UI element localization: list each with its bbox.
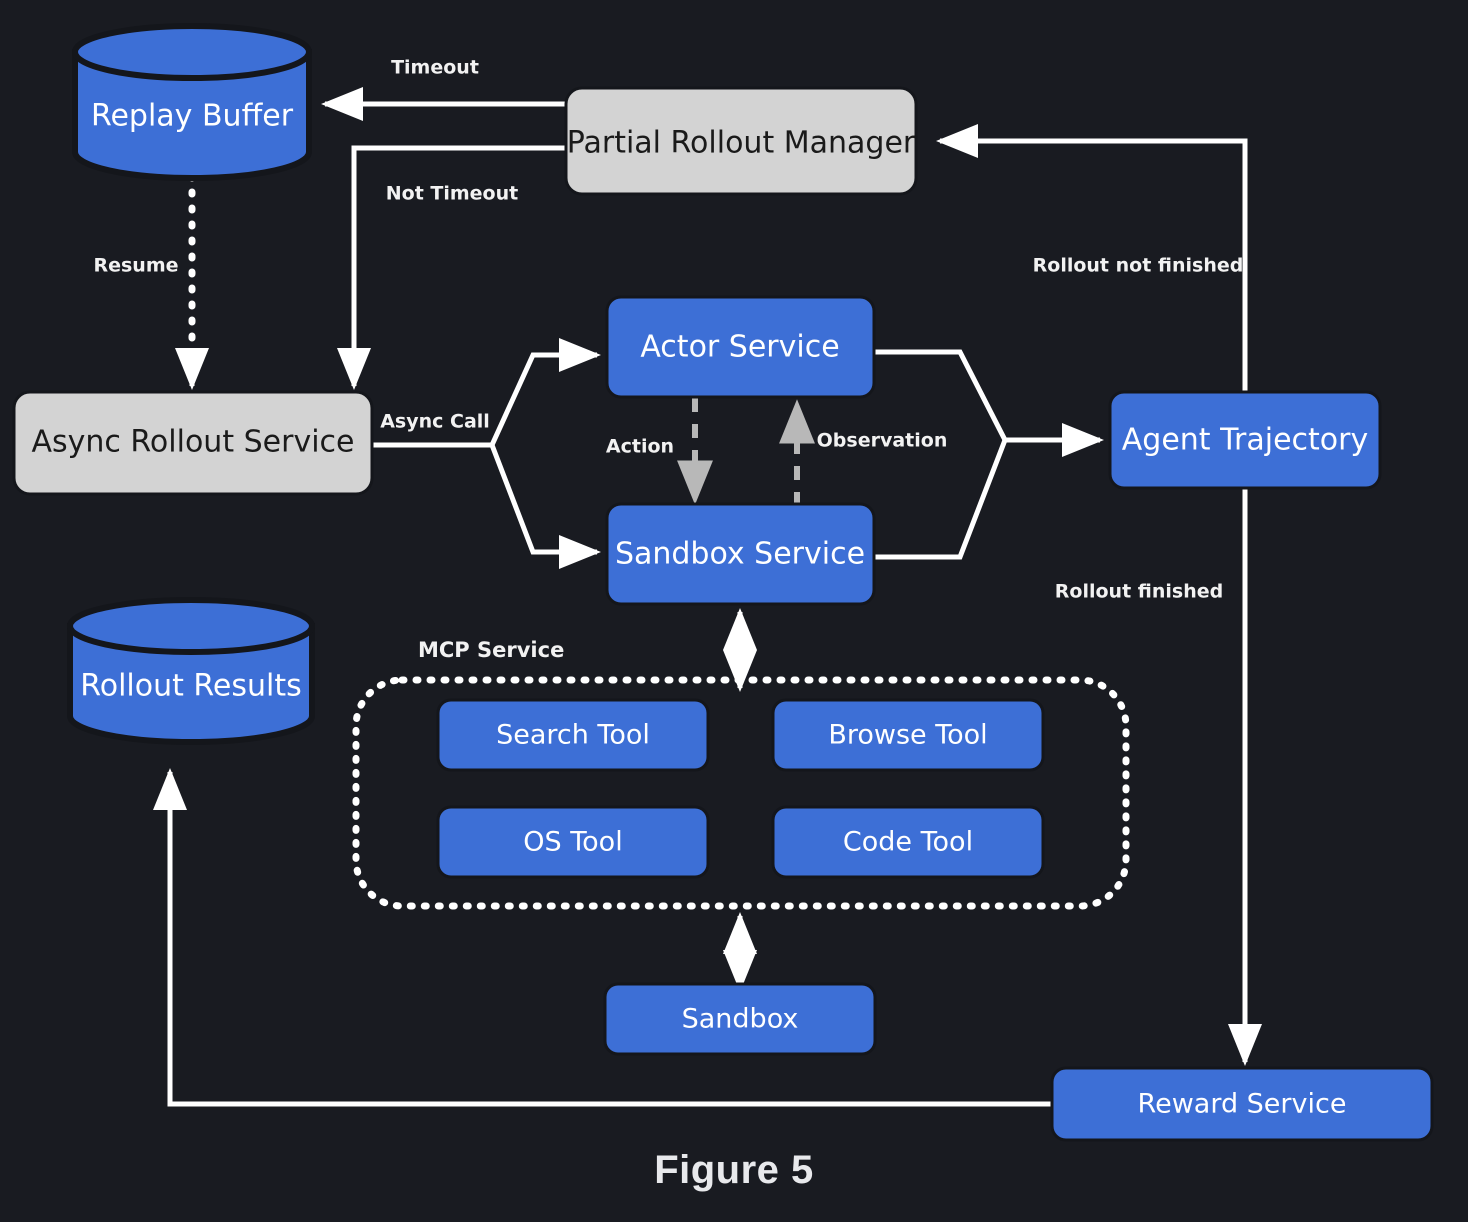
node-sandbox-service-label: Sandbox Service [615,537,865,572]
node-actor-service-label: Actor Service [640,330,839,365]
edge-label-resume: Resume [93,255,178,277]
node-agent-trajectory-label: Agent Trajectory [1122,423,1368,458]
edge-async-call-to-sandbox-service [489,444,602,570]
edge-async-call-to-actor [489,338,602,447]
node-code-tool[interactable]: Code Tool [771,805,1045,879]
node-sandbox[interactable]: Sandbox [603,982,877,1056]
node-sandbox-label: Sandbox [682,1004,799,1035]
node-reward-service[interactable]: Reward Service [1050,1066,1434,1142]
node-actor-service[interactable]: Actor Service [605,295,876,399]
node-search-tool[interactable]: Search Tool [436,698,710,772]
node-replay-buffer-label: Replay Buffer [91,99,294,134]
node-async-rollout-service[interactable]: Async Rollout Service [12,390,374,496]
node-async-rollout-service-label: Async Rollout Service [31,425,354,460]
edge-actor-to-merge [874,349,1008,442]
edge-not-timeout [336,145,566,391]
node-partial-rollout-manager[interactable]: Partial Rollout Manager [564,86,918,196]
edge-reward-to-rollout-results [153,767,1052,1107]
edge-label-rollout-finished: Rollout finished [1055,581,1223,603]
edge-rollout-not-finished [935,123,1248,395]
edge-label-not-timeout: Not Timeout [386,183,518,205]
node-sandbox-service[interactable]: Sandbox Service [605,502,876,606]
node-os-tool[interactable]: OS Tool [436,805,710,879]
node-rollout-results[interactable]: Rollout Results [67,597,315,745]
edge-label-timeout: Timeout [391,57,479,79]
node-agent-trajectory[interactable]: Agent Trajectory [1108,390,1382,490]
edge-label-action: Action [606,436,674,458]
edge-sandbox-service-to-merge [874,439,1008,560]
mcp-service-label: MCP Service [418,638,564,662]
node-code-tool-label: Code Tool [843,827,973,858]
figure-caption: Figure 5 [654,1148,814,1192]
node-browse-tool[interactable]: Browse Tool [771,698,1045,772]
node-browse-tool-label: Browse Tool [828,720,987,751]
edge-label-async-call: Async Call [380,411,490,433]
node-replay-buffer[interactable]: Replay Buffer [72,23,312,181]
node-rollout-results-label: Rollout Results [80,669,302,704]
edge-label-rollout-not-finished: Rollout not finished [1033,255,1244,277]
node-search-tool-label: Search Tool [496,720,650,751]
edge-label-observation: Observation [817,430,948,452]
node-reward-service-label: Reward Service [1138,1089,1347,1120]
node-partial-rollout-manager-label: Partial Rollout Manager [567,126,916,161]
node-os-tool-label: OS Tool [523,827,622,858]
mcp-service-group [352,676,1130,910]
